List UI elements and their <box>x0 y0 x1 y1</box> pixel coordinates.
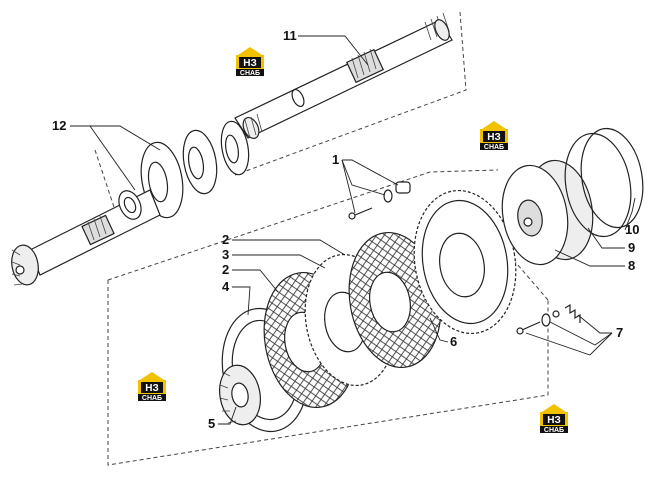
callout-7: 7 <box>616 325 623 340</box>
leader-lines <box>70 35 636 425</box>
part-8-piston-housing <box>501 159 594 266</box>
part-9-seal-ring <box>564 132 632 238</box>
part-6-toothed-plate <box>413 189 517 335</box>
svg-text:СНАБ: СНАБ <box>544 427 564 434</box>
svg-text:НЗ: НЗ <box>487 132 501 143</box>
callout-11: 11 <box>283 28 297 43</box>
svg-text:СНАБ: СНАБ <box>484 144 504 151</box>
callout-2-upper: 2 <box>222 232 229 247</box>
brand-logo-bottom-right: НЗ СНАБ <box>540 404 568 434</box>
callout-1: 1 <box>332 152 339 167</box>
callout-12: 12 <box>52 118 66 133</box>
brand-logo-right: НЗ СНАБ <box>480 121 508 151</box>
callout-6: 6 <box>450 334 457 349</box>
svg-text:СНАБ: СНАБ <box>240 70 260 77</box>
part-1-bolt-set <box>348 181 411 220</box>
dashed-frame-upper <box>94 11 467 211</box>
callout-8: 8 <box>628 258 635 273</box>
callout-2-lower: 2 <box>222 262 229 277</box>
dashed-frame-lower <box>107 169 549 466</box>
callout-5: 5 <box>208 416 215 431</box>
callout-9: 9 <box>628 240 635 255</box>
callout-3: 3 <box>222 247 229 262</box>
lower-left-shaft <box>11 189 161 286</box>
part-10-seal-ring <box>580 127 644 229</box>
part-11-upper-shaft <box>234 12 453 139</box>
part-7-spring-set <box>516 303 581 335</box>
brand-logo-left: НЗ СНАБ <box>138 372 166 402</box>
part-12-seal-washers <box>140 120 250 219</box>
svg-text:НЗ: НЗ <box>243 58 257 69</box>
callout-4: 4 <box>222 279 230 294</box>
svg-text:СНАБ: СНАБ <box>142 395 162 402</box>
brand-logo-top: НЗ СНАБ <box>236 47 264 77</box>
svg-text:НЗ: НЗ <box>547 415 561 426</box>
svg-text:НЗ: НЗ <box>145 383 159 394</box>
callout-10: 10 <box>625 222 639 237</box>
